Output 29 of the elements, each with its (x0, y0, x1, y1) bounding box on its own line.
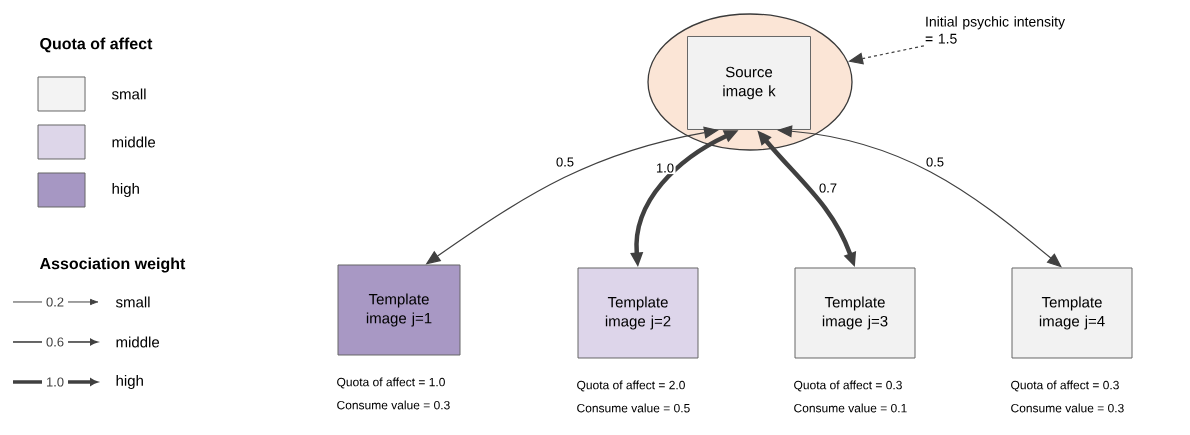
template-box: Template image j=3 (794, 267, 916, 359)
legend-label: middle (112, 136, 156, 148)
template-box: Template image j=1 (337, 264, 461, 356)
node-caption: Consume value = 0.1 (794, 403, 907, 413)
legend-label: high (112, 183, 139, 197)
legend-label: small (115, 296, 150, 308)
node-caption: Consume value = 0.3 (1011, 403, 1124, 413)
edge-label: 0.5 (554, 155, 576, 169)
annotation-text: Initial psychic intensity = 1.5 (925, 16, 1065, 44)
node-caption: Quota of affect = 0.3 (794, 380, 902, 392)
legend-label: small (111, 88, 146, 100)
node-caption: Quota of affect = 0.3 (1011, 380, 1119, 392)
source-box: Source image k (687, 36, 811, 130)
legend-heading: Quota of affect (40, 37, 153, 53)
sample-value: 1.0 (46, 377, 64, 387)
edge-label: 0.7 (817, 181, 839, 195)
template-box: Template image j=4 (1011, 267, 1133, 359)
node-caption: Consume value = 0.5 (577, 403, 690, 413)
legend-label: high (116, 375, 143, 389)
sample-value: 0.2 (46, 297, 64, 307)
node-caption: Quota of affect = 2.0 (577, 380, 685, 392)
node-caption: Quota of affect = 1.0 (337, 377, 445, 389)
edge-label: 0.5 (924, 155, 946, 169)
legend-heading: Association weight (39, 257, 186, 273)
node-caption: Consume value = 0.3 (337, 400, 450, 410)
edge-label: 1.0 (654, 161, 676, 175)
legend-label: middle (116, 336, 160, 348)
template-box: Template image j=2 (577, 267, 699, 359)
sample-value: 0.6 (46, 337, 64, 347)
